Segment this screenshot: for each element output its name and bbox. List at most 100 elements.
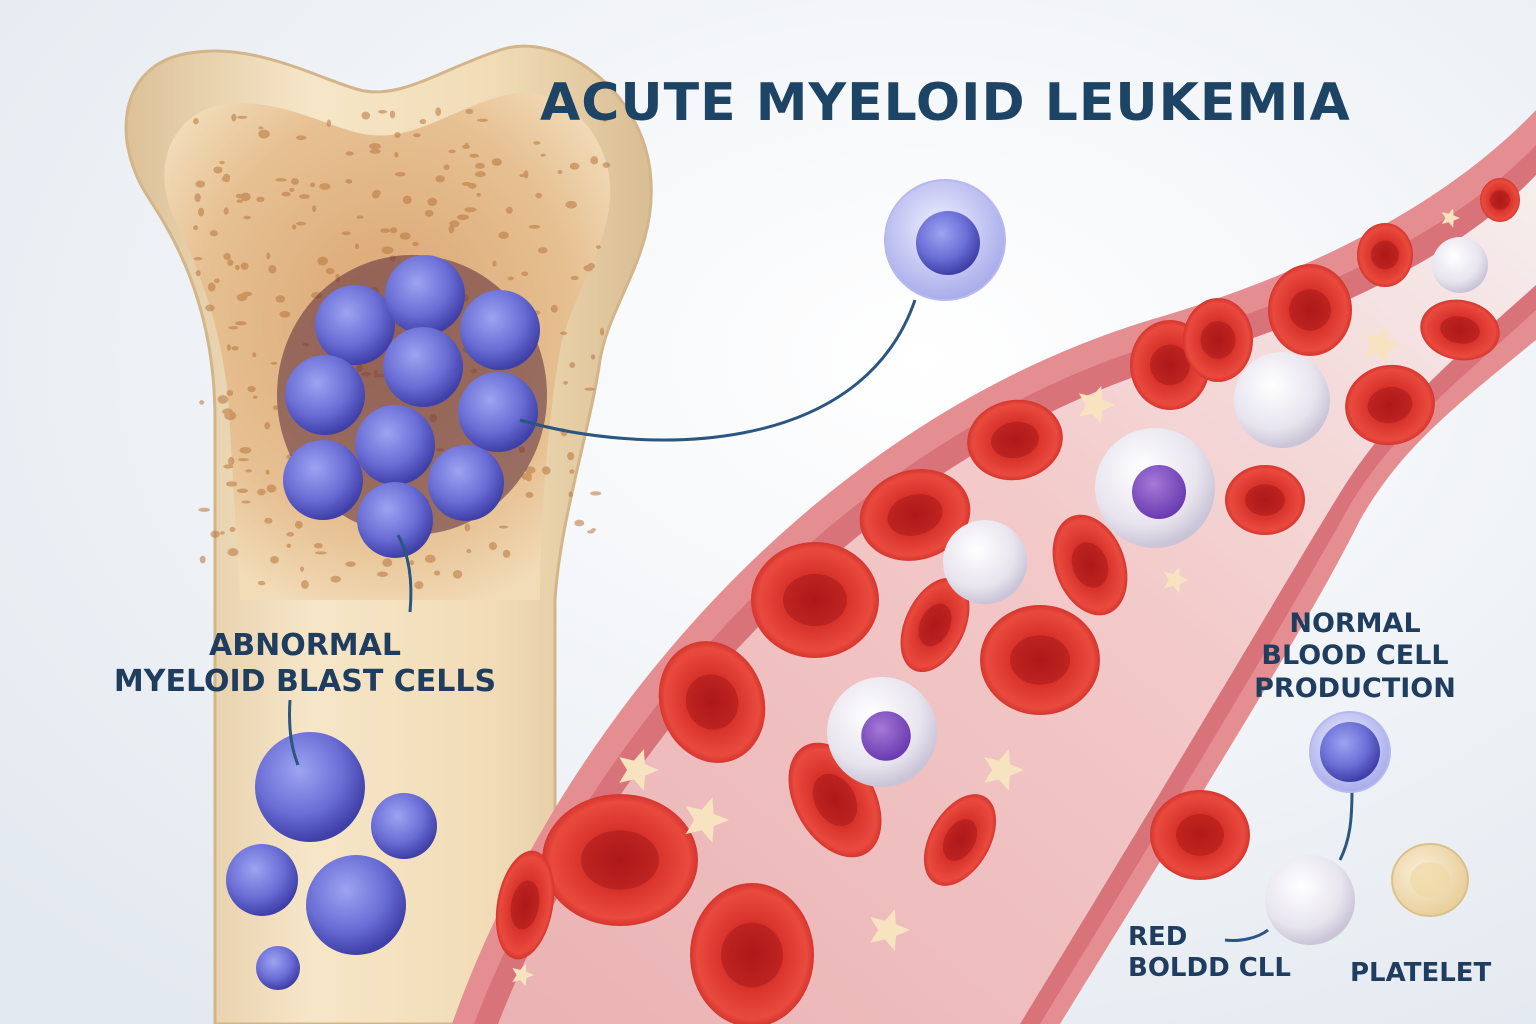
marrow-pore — [560, 331, 568, 336]
marrow-pore — [310, 182, 316, 188]
marrow-pore — [221, 176, 227, 182]
marrow-pore — [193, 118, 199, 125]
label-line: ABNORMAL — [209, 628, 401, 663]
marrow-pore — [537, 247, 548, 254]
marrow-pore — [589, 491, 602, 496]
red-blood-cell — [690, 883, 814, 1024]
marrow-pore — [195, 270, 201, 277]
marrow-pore — [427, 197, 438, 207]
marrow-pore — [317, 256, 328, 266]
red-blood-cell — [1183, 298, 1253, 382]
marrow-pore — [570, 275, 579, 281]
marrow-pore — [234, 321, 247, 326]
marrow-pore — [525, 491, 534, 499]
marrow-pore — [209, 230, 218, 237]
marrow-pore — [240, 262, 249, 270]
marrow-pore — [301, 580, 309, 589]
marrow-pore — [390, 227, 398, 234]
blast-cell — [255, 732, 365, 842]
marrow-pore — [229, 526, 236, 532]
marrow-pore — [382, 558, 393, 567]
marrow-pore — [369, 143, 381, 150]
marrow-pore — [389, 110, 396, 119]
leader-line-abnormal — [396, 534, 413, 613]
marrow-pore — [381, 246, 394, 254]
marrow-pore — [193, 257, 203, 261]
marrow-pore — [550, 304, 558, 313]
marrow-pore — [247, 385, 256, 393]
marrow-pore — [502, 549, 511, 558]
marrow-pore — [568, 491, 573, 498]
marrow-pore — [226, 389, 234, 397]
marrow-pore — [228, 456, 235, 466]
marrow-pore — [243, 215, 251, 220]
white-blood-cell-with-nucleus — [827, 677, 937, 787]
marrow-pore — [345, 151, 354, 156]
marrow-pore — [595, 245, 601, 250]
marrow-pore — [266, 484, 277, 493]
marrow-pore — [236, 488, 249, 494]
label-line: MYELOID BLAST CELLS — [113, 664, 497, 699]
marrow-pore — [542, 466, 551, 475]
marrow-pore — [290, 177, 299, 185]
marrow-pore — [236, 199, 244, 203]
blast-cell — [428, 445, 504, 521]
label-abnormal-blast-cells: ABNORMAL MYELOID BLAST CELLS — [110, 628, 500, 700]
platelet — [1163, 566, 1189, 594]
red-blood-cell — [658, 641, 766, 763]
red-blood-cell — [1052, 514, 1128, 616]
marrow-pore — [270, 361, 278, 365]
marrow-pore — [521, 271, 529, 277]
marrow-pore — [475, 162, 485, 169]
white-blood-cell — [1234, 352, 1330, 448]
leader-lines — [288, 299, 1354, 942]
marrow-pore — [574, 519, 585, 527]
platelet — [1441, 208, 1460, 228]
marrow-pore — [563, 380, 568, 385]
platelet — [619, 749, 659, 791]
marrow-pore — [394, 171, 406, 177]
marrow-pore — [193, 225, 199, 231]
marrow-pore — [464, 523, 471, 532]
blast-cell — [226, 844, 298, 916]
marrow-pore — [540, 153, 546, 157]
marrow-pore — [315, 551, 327, 555]
marrow-pore — [465, 108, 474, 115]
marrow-pore — [424, 554, 436, 564]
marrow-pore — [583, 264, 594, 272]
white-blood-cell — [943, 520, 1027, 604]
marrow-pore — [492, 260, 497, 267]
white-blood-cell — [1432, 237, 1488, 293]
marrow-pore — [535, 192, 543, 199]
red-blood-cell — [1225, 465, 1305, 535]
marrow-pore — [409, 560, 415, 566]
marrow-pore — [435, 107, 442, 116]
marrow-pore — [279, 310, 291, 318]
marrow-pore — [399, 232, 411, 240]
legend-white-blood-cell — [1265, 855, 1355, 945]
platelet — [512, 963, 534, 987]
marrow-pore — [228, 325, 239, 330]
platelet — [1363, 326, 1400, 364]
red-blood-cell — [495, 850, 555, 960]
blast-cell — [385, 255, 465, 335]
blast-cell — [460, 290, 540, 370]
marrow-pore — [525, 475, 532, 482]
marrow-pore — [371, 191, 380, 199]
label-line: BOLDD CLL — [1128, 953, 1291, 984]
leader-line-abnormal-lower — [288, 699, 300, 766]
marrow-pore — [402, 195, 412, 205]
red-blood-cell — [1420, 299, 1500, 361]
marrow-pore — [413, 133, 421, 138]
marrow-pore — [464, 142, 469, 149]
loose-blast-cells — [226, 732, 437, 990]
marrow-pore — [213, 166, 223, 174]
blast-cell — [283, 440, 363, 520]
marrow-pore — [466, 548, 472, 554]
marrow-pore — [198, 507, 211, 512]
marrow-pore — [369, 148, 381, 154]
marrow-pore — [498, 525, 509, 529]
marrow-pore — [207, 282, 216, 292]
